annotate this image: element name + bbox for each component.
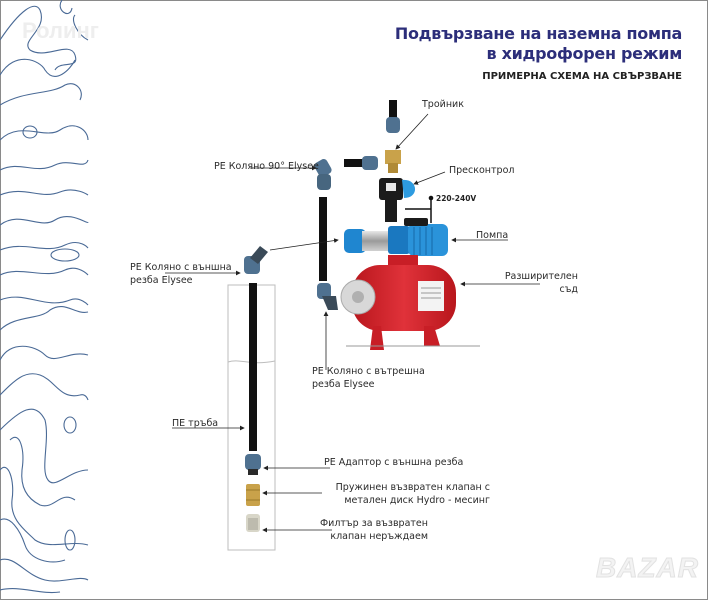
pe-pipe-top xyxy=(389,100,397,118)
bazar-logo-watermark: BAZAR xyxy=(596,552,699,584)
power-cable xyxy=(405,199,432,223)
label-tee: Тройник xyxy=(422,99,464,110)
pe-coupling xyxy=(362,156,378,170)
topographic-pattern xyxy=(0,0,89,594)
brass-tee-fitting xyxy=(385,150,401,173)
label-pressure-control: Пресконтрол xyxy=(449,165,515,176)
page-title-line-1: Подвързване на наземна помпа xyxy=(394,24,682,43)
well-break-line xyxy=(227,360,276,364)
label-voltage: 220-240V xyxy=(436,194,477,203)
label-elbow-external-line-2: резба Elysee xyxy=(130,275,193,286)
page-subtitle: ПРИМЕРНА СХЕМА НА СВЪРЗВАНЕ xyxy=(482,71,682,82)
label-elbow-internal-line-1: PE Коляно с вътрешна xyxy=(312,366,425,377)
pe-pipe-vertical xyxy=(319,197,327,281)
pe-elbow-external-thread-fitting xyxy=(244,246,268,274)
pe-pipe-horizontal xyxy=(344,159,364,167)
pe-elbow-90-fitting xyxy=(314,159,332,190)
pe-coupling-top xyxy=(386,117,400,133)
spring-check-valve xyxy=(246,484,260,506)
leader-pressure-control xyxy=(413,171,446,185)
pe-elbow-internal-thread-fitting xyxy=(317,283,338,310)
pe-pipe-well xyxy=(249,283,257,451)
page-title-line-2: в хидрофорен режим xyxy=(486,44,682,63)
label-pe-pipe: ПЕ тръба xyxy=(172,418,219,429)
label-pump: Помпа xyxy=(476,230,509,241)
label-elbow-internal-line-2: резба Elysee xyxy=(312,379,375,390)
label-elbow-external-line-1: PE Коляно с външна xyxy=(130,262,232,273)
label-elbow-90: PE Коляно 90° Elysee xyxy=(214,161,319,172)
check-valve-filter xyxy=(246,514,260,532)
pressure-control-unit xyxy=(379,178,416,222)
pe-adapter-fitting xyxy=(245,454,261,475)
label-tank-line-2: съд xyxy=(559,284,578,295)
leader-tee xyxy=(395,113,429,150)
label-filter-line-1: Филтър за възвратен xyxy=(319,518,428,529)
label-check-valve-line-2: метален диск Hydro - месинг xyxy=(344,495,490,506)
label-filter-line-2: клапан неръждаем xyxy=(330,531,428,542)
label-adapter: PE Адаптор с външна резба xyxy=(324,457,464,468)
watermark-text: Ролинг xyxy=(22,18,99,43)
expansion-tank xyxy=(340,255,456,350)
label-tank-line-1: Разширителен xyxy=(504,271,578,282)
leader-pump-inlet xyxy=(269,238,339,251)
pump-body xyxy=(344,218,448,256)
label-check-valve-line-1: Пружинен възвратен клапан с xyxy=(335,482,490,493)
